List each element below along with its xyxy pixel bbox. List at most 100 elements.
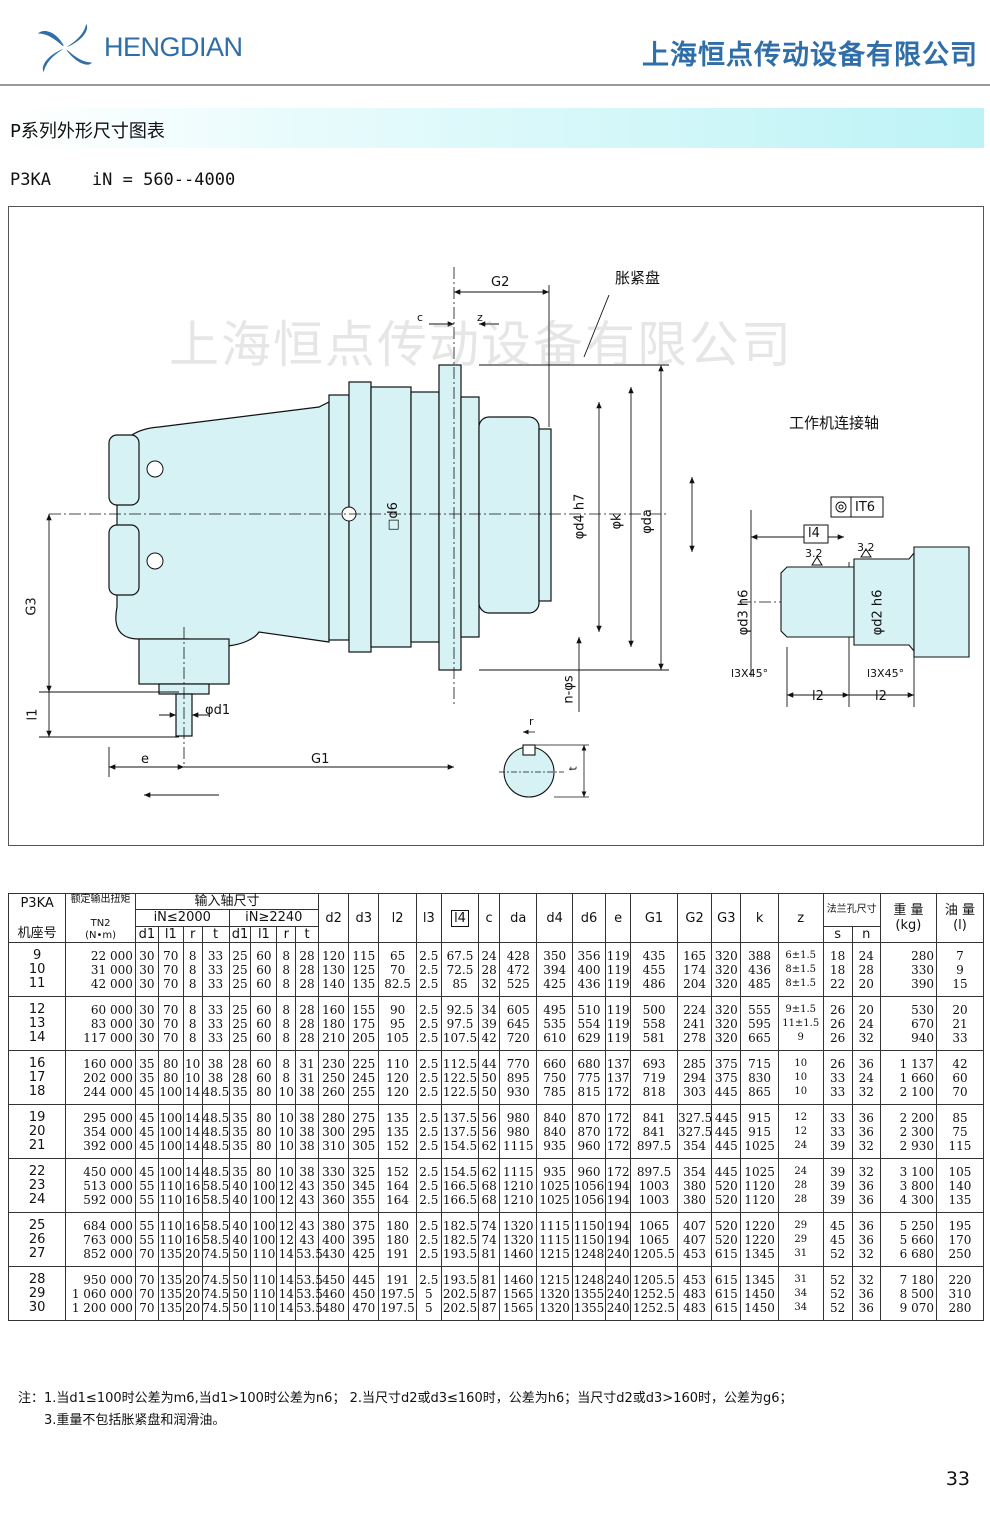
cell-r: 8 8 8 (182, 942, 203, 997)
footnotes: 注：1.当d1≤100时公差为m6,当d1>100时公差为n6； 2.当尺寸d2… (18, 1388, 793, 1432)
header-oil: 油 量(l) (935, 893, 985, 943)
cell-G1: 1205.5 1252.5 1252.5 (630, 1266, 678, 1321)
cell-l1: 100 100 100 (157, 1104, 184, 1159)
cell-l1: 70 70 70 (157, 996, 184, 1051)
label-roughness-1: 3.2 (805, 547, 823, 560)
cell-da: 1320 1320 1460 (499, 1212, 538, 1267)
cell-l1: 80 80 100 (157, 1050, 184, 1105)
header-t-a: t (201, 925, 230, 944)
header-r-a: r (182, 925, 203, 944)
header-d4: d4 (536, 893, 573, 943)
cell-l4: 137.5 137.5 154.5 (440, 1104, 480, 1159)
cell-k: 1345 1450 1450 (740, 1266, 779, 1321)
output-flange (438, 364, 462, 671)
gearbox-outline-drawing (39, 267, 970, 798)
cell-t: 38 38 48.5 (201, 1050, 230, 1105)
roughness-symbols (811, 548, 872, 566)
cell-l3: 2.5 2.5 2.5 (415, 996, 442, 1051)
cell-rb: 10 10 10 (276, 1104, 297, 1159)
cell-rb: 8 8 10 (276, 1050, 297, 1105)
header-n: n (851, 925, 881, 944)
header-g2: G2 (676, 893, 713, 943)
cell-d6: 680 775 815 (571, 1050, 607, 1105)
cell-n: 36 36 32 (851, 1212, 881, 1267)
label-tolerance: IT6 (855, 500, 876, 515)
label-g3: G3 (24, 597, 40, 616)
cell-d1b: 28 28 35 (228, 1050, 252, 1105)
cell-w: 280 330 390 (879, 942, 937, 997)
cell-n: 24 28 20 (851, 942, 881, 997)
cell-G2: 285 294 303 (676, 1050, 713, 1105)
cell-d2: 450 460 480 (318, 1266, 350, 1321)
shrink-disc-body (478, 416, 540, 614)
cell-w: 7 180 8 500 9 070 (879, 1266, 937, 1321)
cell-oil: 105 140 135 (935, 1158, 985, 1213)
cell-s: 52 52 52 (822, 1266, 853, 1321)
header-l4: l4 (440, 893, 480, 943)
cell-rb: 8 8 8 (276, 996, 297, 1051)
cell-d3: 445 450 470 (348, 1266, 380, 1321)
label-d6: □d6 (385, 502, 401, 531)
cell-oil: 195 170 250 (935, 1212, 985, 1267)
cell-l4: 193.5 202.5 202.5 (440, 1266, 480, 1321)
cell-c: 24 28 32 (478, 942, 501, 997)
cell-l4: 154.5 166.5 166.5 (440, 1158, 480, 1213)
cell-t: 58.5 58.5 74.5 (201, 1212, 230, 1267)
cell-G2: 453 483 483 (676, 1266, 713, 1321)
cell-G2: 165 174 204 (676, 942, 713, 997)
cell-c: 34 39 42 (478, 996, 501, 1051)
cell-d4: 840 840 935 (536, 1104, 573, 1159)
cell-l2: 90 95 105 (378, 996, 417, 1051)
cell-tn: 295 000 354 000 392 000 (65, 1104, 136, 1159)
cell-sizes: 19 20 21 (7, 1104, 67, 1159)
header-weight: 重 量(kg) (879, 893, 937, 943)
cell-k: 915 915 1025 (740, 1104, 779, 1159)
cell-s: 26 33 33 (822, 1050, 853, 1105)
cell-d2: 330 350 360 (318, 1158, 350, 1213)
header-g1: G1 (630, 893, 678, 943)
cell-r: 16 16 20 (182, 1212, 203, 1267)
label-l1: l1 (25, 708, 41, 721)
cell-k: 1220 1220 1345 (740, 1212, 779, 1267)
stage-ring-4 (410, 391, 440, 643)
label-da: φda (639, 509, 655, 534)
header-t-b: t (295, 925, 320, 944)
flange-neck (460, 396, 480, 638)
cell-da: 428 472 525 (499, 942, 538, 997)
cell-l4: 182.5 182.5 193.5 (440, 1212, 480, 1267)
cell-c: 81 87 87 (478, 1266, 501, 1321)
tolerance-frame (830, 496, 884, 518)
cell-G2: 407 407 453 (676, 1212, 713, 1267)
label-c: c (417, 311, 424, 324)
cell-d3: 155 175 205 (348, 996, 380, 1051)
cell-G3: 615 615 615 (711, 1266, 742, 1321)
cell-d2: 380 400 430 (318, 1212, 350, 1267)
cell-d1: 45 55 55 (134, 1158, 159, 1213)
cell-k: 715 830 865 (740, 1050, 779, 1105)
cell-l1: 135 135 135 (157, 1266, 184, 1321)
cell-G3: 445 445 445 (711, 1104, 742, 1159)
cell-e: 119 119 119 (605, 996, 632, 1051)
port-circle-1 (146, 460, 164, 478)
label-shrink-disc: 胀紧盘 (615, 269, 661, 287)
cell-n: 36 36 32 (851, 1104, 881, 1159)
header-l1-b: l1 (250, 925, 278, 944)
cell-z: 12 12 24 (777, 1104, 824, 1159)
brand-name: HENGDIAN (104, 32, 243, 62)
cell-oil: 220 310 280 (935, 1266, 985, 1321)
cell-d6: 1150 1150 1248 (571, 1212, 607, 1267)
header-d1-a: d1 (134, 925, 159, 944)
cell-tb: 28 28 28 (295, 942, 320, 997)
cell-t: 74.5 74.5 74.5 (201, 1266, 230, 1321)
cell-r: 14 14 14 (182, 1104, 203, 1159)
cell-s: 18 18 22 (822, 942, 853, 997)
label-ns: n-φs (561, 675, 577, 704)
cell-s: 33 33 39 (822, 1104, 853, 1159)
cell-d3: 225 245 255 (348, 1050, 380, 1105)
shrink-disc-face (538, 428, 552, 602)
cell-oil: 85 75 115 (935, 1104, 985, 1159)
